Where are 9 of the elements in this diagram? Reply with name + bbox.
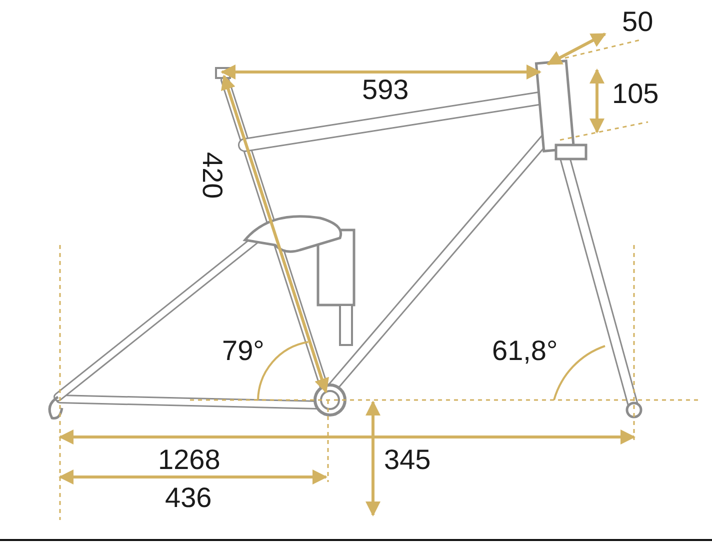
dimension-label: 1268: [158, 446, 220, 474]
dimension-label: 593: [362, 76, 409, 104]
angle-label: 61,8°: [492, 337, 558, 365]
dimension-label: 436: [165, 484, 212, 512]
dimension-label: 50: [622, 8, 654, 36]
dimension-label: 105: [612, 80, 659, 108]
dimension-label: 420: [198, 152, 226, 199]
dimension-label: 345: [384, 446, 431, 474]
angle-label: 79°: [222, 337, 264, 365]
